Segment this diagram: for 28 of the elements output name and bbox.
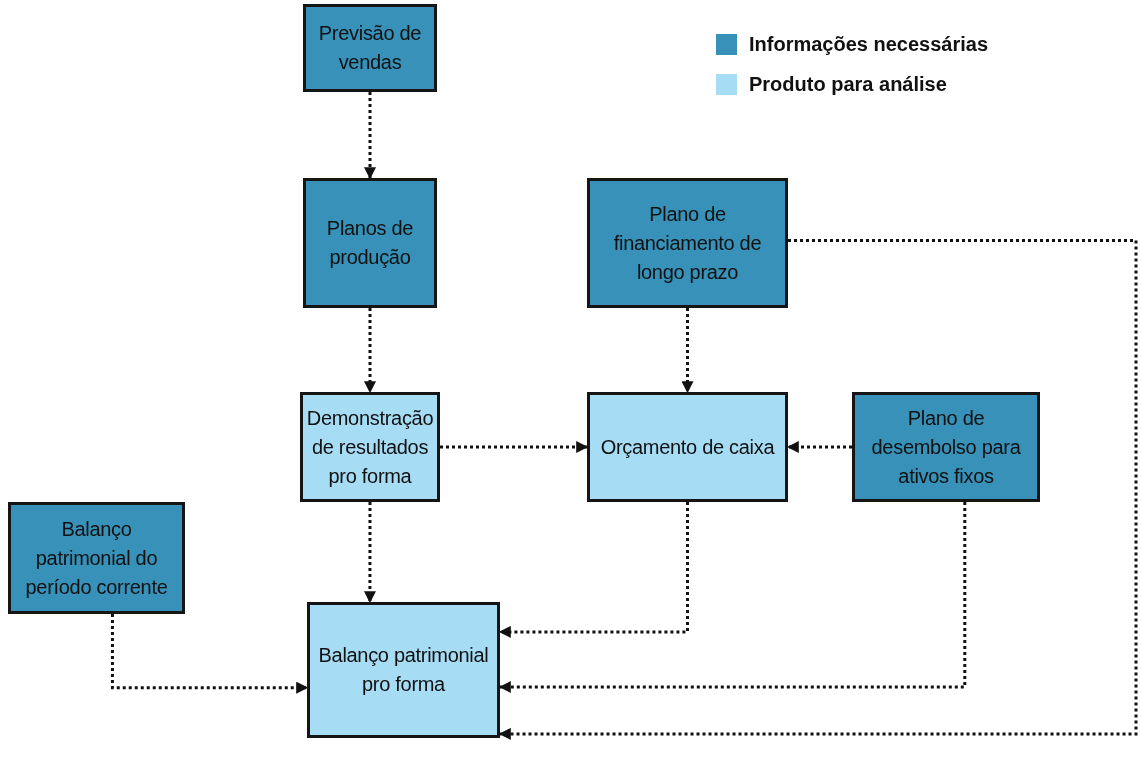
input-box — [303, 178, 437, 308]
input-box — [303, 4, 437, 92]
legend-label: Informações necessárias — [749, 33, 989, 56]
product-box — [300, 392, 440, 502]
product-box — [307, 602, 500, 738]
legend-label: Produto para análise — [749, 73, 947, 96]
dotted-arrow — [364, 308, 376, 394]
box-label: Orçamento de caixa — [599, 434, 776, 460]
dotted-arrow — [681, 308, 694, 394]
box-label: Previsão de vendas — [317, 21, 423, 75]
dotted-arrow — [363, 502, 376, 604]
dotted-arrow — [786, 441, 852, 453]
box-label: Balanço patrimonial do período corrente — [24, 516, 169, 600]
box-label: Demonstração de resultados pro forma — [305, 405, 435, 489]
box-label: Balanço patrimonial pro forma — [317, 643, 490, 697]
dotted-arrow — [498, 502, 689, 638]
dotted-arrow — [440, 441, 589, 453]
dotted-arrow — [498, 502, 967, 693]
box-label: Plano de desembolso para ativos fixos — [870, 405, 1022, 489]
dotted-arrow — [498, 238, 1138, 740]
box-label: Plano de financiamento de longo prazo — [612, 201, 763, 285]
input-box — [587, 178, 788, 308]
dotted-arrow — [364, 92, 376, 180]
input-box — [852, 392, 1040, 502]
product-box — [587, 392, 788, 502]
box-label: Planos de produção — [325, 216, 415, 270]
dotted-arrow — [110, 614, 309, 694]
input-box — [8, 502, 185, 614]
